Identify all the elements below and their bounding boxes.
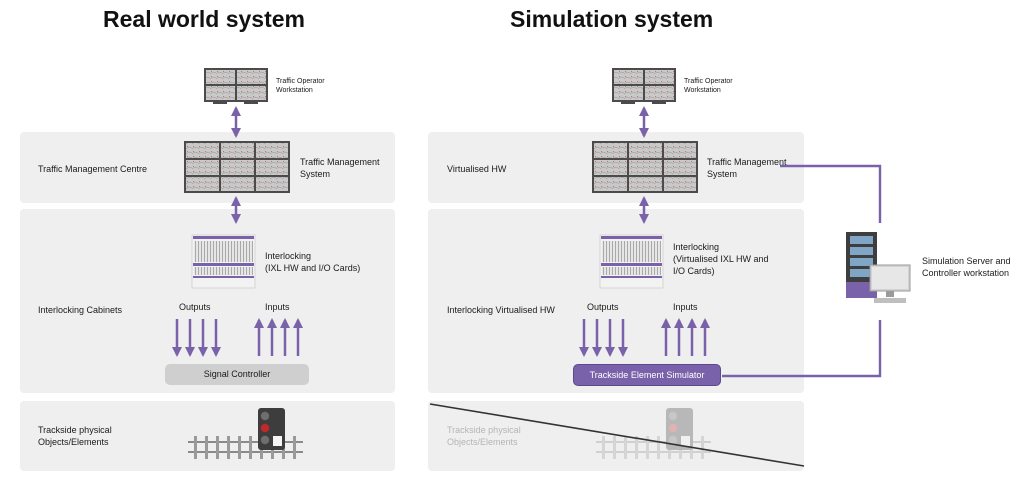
left-operator-workstation-icon [204,68,268,104]
left-interlocking-rack-icon [191,234,256,289]
left-inputs-label: Inputs [265,302,290,312]
simulation-server-icon [846,232,911,303]
right-inputs-label: Inputs [673,302,698,312]
left-interlocking-label-2: (IXL HW and I/O Cards) [265,263,361,273]
trackside-element-simulator-box: Trackside Element Simulator [573,364,721,386]
server-link-tms-line [780,164,882,223]
left-interlocking-label-1: Interlocking [265,251,312,261]
server-label-2: Controller workstation [922,268,1010,278]
left-outputs-label: Outputs [179,302,211,312]
strike-through-line [429,403,805,467]
right-interlocking-label-1: Interlocking [673,242,720,252]
right-trackside-label-2: Objects/Elements [447,437,518,447]
right-trackside-panel [428,401,804,471]
left-tms-videowall-icon [184,141,290,193]
left-inputs-arrows [254,318,303,356]
server-link-simulator-line [722,320,882,378]
right-outputs-arrows [579,319,628,357]
right-inputs-arrows [661,318,710,356]
left-trackside-label-1: Trackside physical [38,425,112,435]
real-world-title: Real world system [103,6,305,32]
simulation-title: Simulation system [510,6,714,32]
right-trackside-label-1: Trackside physical [447,425,521,435]
left-tms-label-1: Traffic Management [300,157,380,167]
right-track-signal-faded-icon [596,408,711,459]
right-outputs-label: Outputs [587,302,619,312]
left-trackside-label-2: Objects/Elements [38,437,109,447]
right-interlocking-rack-icon [599,234,664,289]
left-cabinet-label: Interlocking Cabinets [38,305,123,315]
right-operator-label-2: Workstation [684,87,721,94]
left-tmc-label: Traffic Management Centre [38,164,148,174]
left-operator-label-2: Workstation [276,87,313,94]
right-tms-label-2: System [707,169,738,179]
left-outputs-arrows [172,319,221,357]
server-label-1: Simulation Server and [922,256,1011,266]
right-cabinet-label: Interlocking Virtualised HW [447,305,555,315]
right-virtualised-label: Virtualised HW [447,164,507,174]
left-track-signal-icon [188,408,303,459]
right-operator-label-1: Traffic Operator [684,78,733,85]
left-operator-label-1: Traffic Operator [276,78,325,85]
signal-controller-box: Signal Controller [165,364,309,385]
right-tms-label-1: Traffic Management [707,157,787,167]
right-operator-workstation-icon [612,68,676,104]
right-tms-videowall-icon [592,141,698,193]
right-interlocking-label-2: (Virtualised IXL HW and [673,254,769,264]
right-interlocking-label-3: I/O Cards) [673,266,715,276]
left-tms-label-2: System [300,169,331,179]
